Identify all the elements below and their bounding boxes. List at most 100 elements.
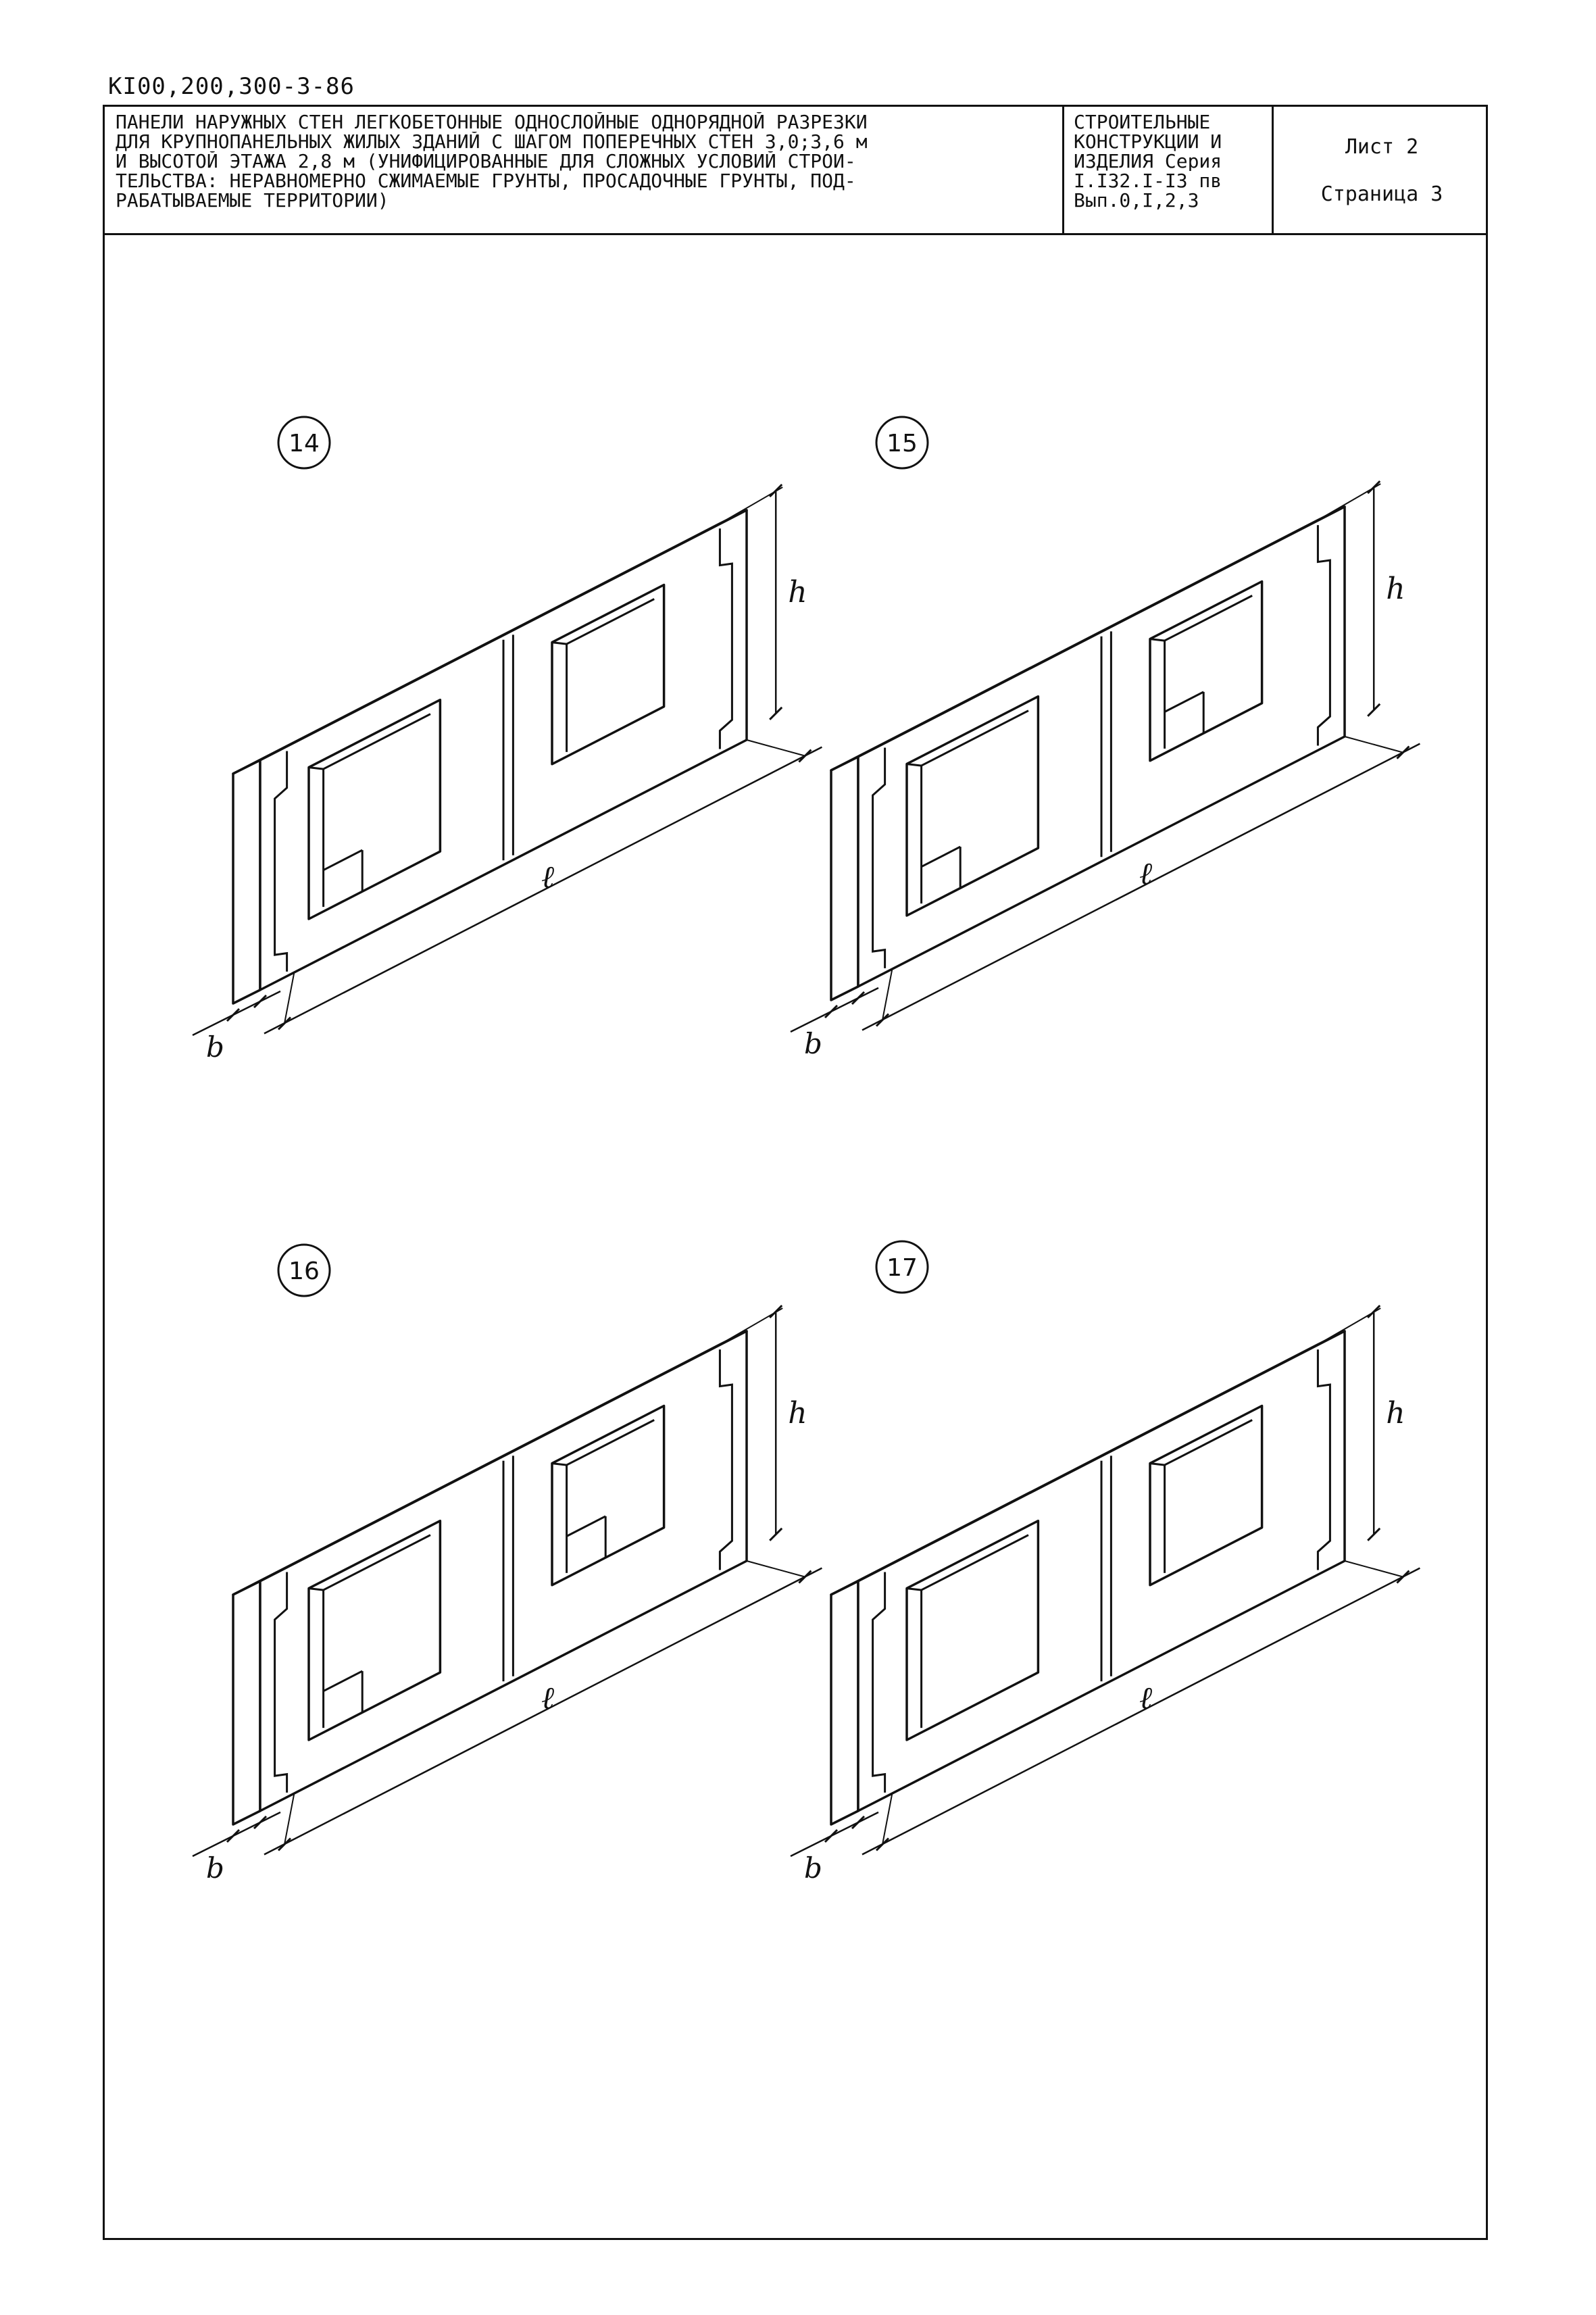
opening-reveal xyxy=(322,1534,431,1591)
title-line: РАБАТЫВАЕМЫЕ ТЕРРИТОРИИ) xyxy=(116,191,389,210)
opening-reveal xyxy=(906,1587,922,1591)
series-line: ИЗДЕЛИЯ Серия xyxy=(1074,151,1222,171)
panel-number-circle xyxy=(875,1240,929,1294)
series-line: КОНСТРУКЦИИ И xyxy=(1074,132,1222,151)
dim-extension xyxy=(1344,736,1403,753)
panel-right-joint xyxy=(718,1349,733,1570)
opening-sill xyxy=(920,845,961,868)
left-opening xyxy=(307,1519,442,1741)
dim-tick xyxy=(851,1815,866,1830)
opening-reveal xyxy=(1164,1419,1253,1466)
left-opening xyxy=(905,695,1040,917)
opening-sill xyxy=(322,849,363,872)
dim-tick xyxy=(769,1527,783,1541)
dim-tick xyxy=(226,1828,241,1843)
opening-reveal xyxy=(1149,638,1165,642)
dim-tick xyxy=(824,1828,839,1843)
series-line: СТРОИТЕЛЬНЫЕ xyxy=(1074,112,1211,132)
opening-reveal xyxy=(906,763,922,767)
dim-extension xyxy=(746,739,805,757)
panel-right-joint xyxy=(1316,525,1331,746)
panel-number-circle xyxy=(277,416,331,470)
panel-number: 15 xyxy=(887,430,918,457)
dim-tick xyxy=(824,1004,839,1019)
document-code: КI00,200,300-3-86 xyxy=(108,73,355,100)
dim-extension xyxy=(882,1793,893,1845)
panel-left-joint xyxy=(274,1572,289,1793)
opening-reveal xyxy=(566,1419,655,1466)
panel-end-face xyxy=(232,1580,261,1826)
opening-reveal xyxy=(308,1587,324,1591)
dim-extension xyxy=(882,968,893,1020)
dim-b-line xyxy=(192,1811,281,1858)
dim-tick xyxy=(253,1815,268,1830)
panel-left-joint xyxy=(274,751,289,972)
panel-number: 14 xyxy=(289,430,320,457)
opening-reveal xyxy=(920,710,1029,767)
dim-l-label: ℓ xyxy=(541,1680,555,1716)
panel-right-joint xyxy=(1316,1349,1331,1570)
opening-reveal xyxy=(551,1462,567,1466)
opening-reveal xyxy=(566,598,655,645)
opening-reveal xyxy=(551,641,567,645)
right-opening xyxy=(1149,1404,1264,1587)
opening-reveal xyxy=(1164,595,1253,642)
sheet-cell: Лист 2 Страница 3 xyxy=(1274,107,1490,233)
series-line: Вып.0,I,2,3 xyxy=(1074,191,1199,210)
dim-b-line xyxy=(192,990,281,1037)
panel-right-joint xyxy=(718,528,733,749)
right-opening xyxy=(1149,580,1264,762)
dim-l-line xyxy=(862,1567,1420,1856)
opening-sill xyxy=(1164,691,1204,713)
left-opening xyxy=(307,698,442,920)
right-opening xyxy=(551,1404,666,1587)
title-line: И ВЫСОТОЙ ЭТАЖА 2,8 м (УНИФИЦИРОВАННЫЕ Д… xyxy=(116,151,856,171)
right-opening xyxy=(551,583,666,766)
dim-extension xyxy=(719,1308,783,1345)
series-line: I.I32.I-I3 пв xyxy=(1074,171,1222,191)
dim-extension xyxy=(1344,1560,1403,1578)
dim-l-line xyxy=(862,743,1420,1031)
opening-reveal xyxy=(1149,1462,1165,1466)
dim-extension xyxy=(284,1793,295,1845)
opening-sill xyxy=(322,1670,363,1693)
sheet-label: Лист 2 xyxy=(1345,135,1419,159)
dim-tick xyxy=(1367,703,1381,717)
panel-end-face xyxy=(830,1580,859,1826)
panel-left-joint xyxy=(872,1572,887,1793)
title-line: ТЕЛЬСТВА: НЕРАВНОМЕРНО СЖИМАЕМЫЕ ГРУНТЫ,… xyxy=(116,171,856,191)
dim-b-line xyxy=(790,1811,879,1858)
dim-b-line xyxy=(790,987,879,1033)
panel-number-circle xyxy=(875,416,929,470)
dim-tick xyxy=(226,1007,241,1022)
dim-tick xyxy=(1367,1527,1381,1541)
dim-tick xyxy=(253,994,268,1009)
dim-h-label: h xyxy=(1386,1396,1405,1430)
dim-extension xyxy=(284,972,295,1024)
dim-l-label: ℓ xyxy=(1139,855,1153,892)
panel-left-joint xyxy=(872,747,887,968)
dim-extension xyxy=(719,487,783,524)
dim-l-line xyxy=(264,1567,822,1856)
dim-l-label: ℓ xyxy=(1139,1680,1153,1716)
dim-h-label: h xyxy=(1386,572,1405,606)
title-line: ДЛЯ КРУПНОПАНЕЛЬНЫХ ЖИЛЫХ ЗДАНИЙ С ШАГОМ… xyxy=(116,132,868,151)
drawing-frame: ПАНЕЛИ НАРУЖНЫХ СТЕН ЛЕГКОБЕТОННЫЕ ОДНОС… xyxy=(103,105,1488,2240)
series-cell: СТРОИТЕЛЬНЫЕ КОНСТРУКЦИИ И ИЗДЕЛИЯ Серия… xyxy=(1064,107,1274,233)
title-block: ПАНЕЛИ НАРУЖНЫХ СТЕН ЛЕГКОБЕТОННЫЕ ОДНОС… xyxy=(105,107,1486,235)
dim-h-label: h xyxy=(788,1396,807,1430)
opening-reveal xyxy=(308,766,324,770)
title-line: ПАНЕЛИ НАРУЖНЫХ СТЕН ЛЕГКОБЕТОННЫЕ ОДНОС… xyxy=(116,112,868,132)
panel-end-face xyxy=(830,755,859,1001)
panel-number-circle xyxy=(277,1243,331,1297)
dim-b-label: b xyxy=(206,1030,224,1064)
opening-sill xyxy=(566,1515,606,1537)
dim-l-label: ℓ xyxy=(541,859,555,895)
dim-l-line xyxy=(264,746,822,1035)
dim-extension xyxy=(1317,1308,1381,1345)
